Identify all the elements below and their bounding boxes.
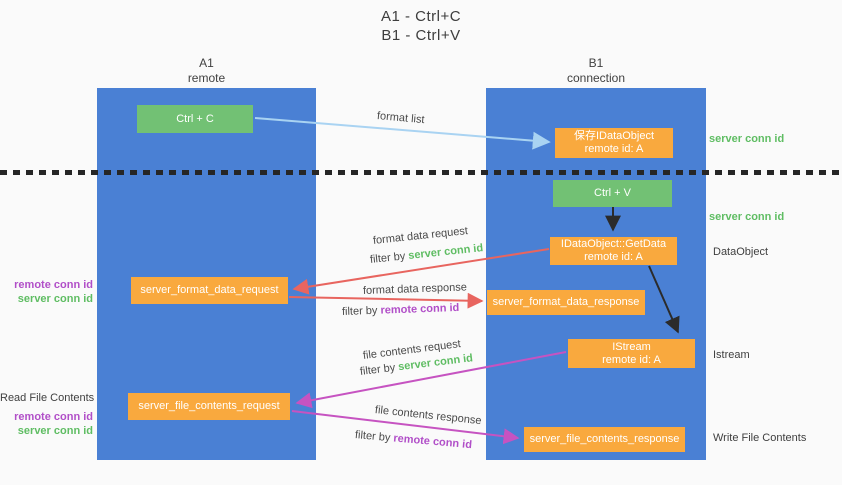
format-data-response-arrow xyxy=(288,292,484,309)
title-line-b1: B1 - Ctrl+V xyxy=(381,27,461,44)
label-istream: Istream xyxy=(713,349,750,361)
node-server-file-contents-response: server_file_contents_response xyxy=(524,427,685,452)
lane-b1-subtitle: connection xyxy=(566,71,626,85)
filter-by-text-1: filter by xyxy=(369,250,409,266)
lane-header-a1: A1 remote xyxy=(97,56,316,86)
node-format-request-label: server_format_data_request xyxy=(140,284,279,296)
label-format-data-request: format data request xyxy=(372,225,469,247)
node-getdata-line1: IDataObject::GetData xyxy=(560,238,667,250)
filter-by-text-4: filter by xyxy=(354,429,394,445)
label-read-file-contents: Read File Contents xyxy=(0,392,95,404)
filter-remote-conn-id-2: remote conn id xyxy=(392,432,473,452)
label-filter-file-response: filter by remote conn id xyxy=(354,429,472,451)
label-format-list: format list xyxy=(376,110,426,127)
label-dataobject: DataObject xyxy=(713,246,769,258)
node-file-response-label: server_file_contents_response xyxy=(529,433,680,445)
node-istream: IStream remote id: A xyxy=(568,339,695,368)
label-server-conn-id-right-mid: server conn id xyxy=(709,211,785,223)
filter-remote-conn-id-1: remote conn id xyxy=(380,301,460,317)
node-server-file-contents-request: server_file_contents_request xyxy=(128,393,290,420)
filter-server-conn-id-1: server conn id xyxy=(407,242,484,262)
node-format-response-label: server_format_data_response xyxy=(492,296,640,308)
label-file-contents-response: file contents response xyxy=(374,404,483,428)
node-file-request-label: server_file_contents_request xyxy=(138,400,280,412)
label-server-conn-id-right-top: server conn id xyxy=(709,133,785,145)
node-ctrl-c: Ctrl + C xyxy=(137,105,253,133)
label-filter-format-request: filter by server conn id xyxy=(369,242,483,266)
node-save-idataobject: 保存IDataObject remote id: A xyxy=(555,128,673,158)
node-save-idataobject-line2: remote id: A xyxy=(584,143,644,155)
filter-by-text-2: filter by xyxy=(341,304,381,318)
label-server-conn-id-left-bottom: server conn id xyxy=(17,425,93,437)
label-server-conn-id-left-top: server conn id xyxy=(17,293,93,305)
node-idataobject-getdata: IDataObject::GetData remote id: A xyxy=(550,237,677,265)
node-server-format-data-response: server_format_data_response xyxy=(487,290,645,315)
label-filter-format-response: filter by remote conn id xyxy=(342,302,460,318)
label-format-data-response: format data response xyxy=(362,281,468,297)
label-remote-conn-id-left-top: remote conn id xyxy=(14,279,93,291)
title-line-a1: A1 - Ctrl+C xyxy=(380,8,462,25)
diagram-title: A1 - Ctrl+C B1 - Ctrl+V xyxy=(0,7,842,45)
node-server-format-data-request: server_format_data_request xyxy=(131,277,288,304)
label-remote-conn-id-left-bottom: remote conn id xyxy=(14,411,93,423)
node-ctrl-v-label: Ctrl + V xyxy=(594,187,631,199)
lane-a1-subtitle: remote xyxy=(187,71,226,85)
filter-by-text-3: filter by xyxy=(359,361,399,378)
node-save-idataobject-line1: 保存IDataObject xyxy=(573,130,655,142)
lane-b1-name: B1 xyxy=(588,56,604,70)
label-write-file-contents: Write File Contents xyxy=(713,432,807,444)
lane-header-b1: B1 connection xyxy=(486,56,706,86)
node-ctrl-v: Ctrl + V xyxy=(553,180,672,207)
dashed-divider-line xyxy=(0,170,842,175)
node-istream-line1: IStream xyxy=(612,340,651,353)
lane-a1-name: A1 xyxy=(199,56,214,70)
node-istream-line2: remote id: A xyxy=(602,353,661,366)
node-ctrl-c-label: Ctrl + C xyxy=(176,112,214,125)
node-getdata-line2: remote id: A xyxy=(584,251,643,263)
